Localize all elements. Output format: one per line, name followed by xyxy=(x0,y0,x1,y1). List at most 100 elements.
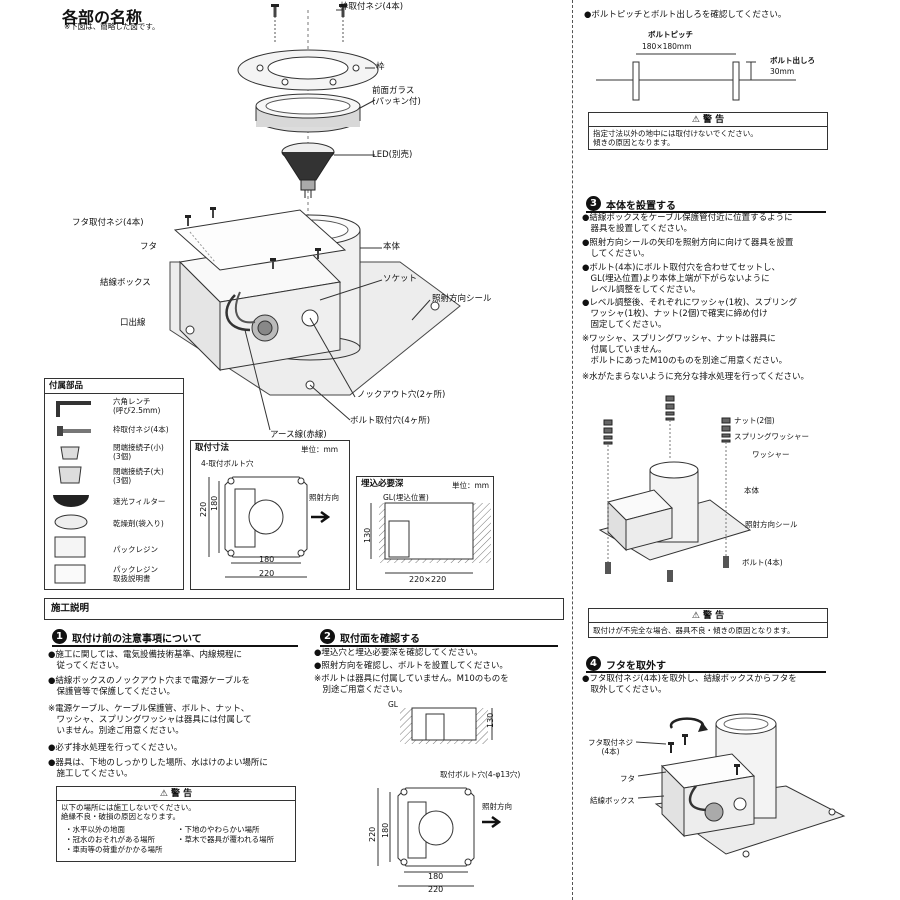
accessory-item: パックレジン xyxy=(113,545,158,554)
accessory-icons xyxy=(53,401,91,584)
step1-number: 1 xyxy=(52,629,67,644)
label-body: 本体 xyxy=(383,242,401,252)
bolt-out-label: ボルト出しろ xyxy=(770,56,815,65)
step3-diagram xyxy=(598,395,752,582)
step2-gl: GL xyxy=(388,700,398,709)
step2-dim-180v: 180 xyxy=(381,822,390,838)
label-led: LED(別売) xyxy=(372,150,413,160)
dim-220-h: 220 xyxy=(259,569,275,578)
step2-dim-220h: 220 xyxy=(428,885,444,894)
burial-dim-220x220: 220×220 xyxy=(409,575,447,584)
step2-dim-220v: 220 xyxy=(368,826,377,842)
burial-depth-box: 埋込必要深 単位：mm GL(埋込位置) 130 220×220 xyxy=(356,476,494,590)
step3-direction-seal: 照射方向シール xyxy=(745,520,798,529)
accessory-item: 閉端接続子(小) (3個) xyxy=(113,443,164,462)
label-bolt-hole: ボルト取付穴(4ヶ所) xyxy=(350,416,431,426)
step2-dim-180h: 180 xyxy=(428,872,444,881)
label-outlet-wire: 口出線 xyxy=(120,318,146,328)
hex-wrench-icon xyxy=(56,401,91,417)
step3-bolt: ボルト(4本) xyxy=(742,558,783,567)
bolt-pitch-label: ボルトピッチ xyxy=(648,30,693,39)
mounting-dim-box: 取付寸法 単位：mm 4-取付ボルト穴 照射方向 180 220 180 220 xyxy=(190,440,350,590)
step3-warning-title: 警 告 xyxy=(703,611,725,621)
accessories-box: 付属部品 六角レンチ (呼び2.5mm) 枠取付ネジ(4本) 閉端接続子(小) … xyxy=(44,378,184,590)
arrow-right-icon xyxy=(311,510,331,524)
step1-bullet: ●結線ボックスのノックアウト穴まで電源ケーブルを 保護管等で保護してください。 xyxy=(48,676,250,698)
accessory-item: 乾燥剤(袋入り) xyxy=(113,519,164,528)
step1-title: 取付け前の注意事項について xyxy=(72,634,202,645)
dim-180-v: 180 xyxy=(210,495,219,511)
construction-title: 施工説明 xyxy=(51,603,90,614)
label-knockout: ノックアウト穴(2ヶ所) xyxy=(357,390,446,400)
step3-warning-box: ⚠ 警 告 取付けが不完全な場合、器具不良・傾きの原因となります。 xyxy=(588,608,828,638)
step2-bolt-hole: 取付ボルト穴(4-φ13穴) xyxy=(440,770,521,779)
label-lid-screw: フタ取付ネジ(4本) xyxy=(72,218,144,228)
label-frame-screw: 枠取付ネジ(4本) xyxy=(340,2,404,12)
right-top-warning-box: ⚠ 警 告 指定寸法以外の地中には取付けないでください。 傾きの原因となります。 xyxy=(588,112,828,150)
mounting-dim-title: 取付寸法 xyxy=(195,443,230,453)
label-lid: フタ xyxy=(140,242,158,252)
step1-warning-title: 警 告 xyxy=(171,789,193,799)
step3-body: 本体 xyxy=(744,486,759,495)
accessory-item: 遮光フィルター xyxy=(113,497,166,506)
step1-warning-item: ・草木で器具が覆われる場所 xyxy=(177,835,275,844)
burial-dim-130: 130 xyxy=(363,527,372,543)
connector-small-icon xyxy=(60,446,80,460)
step3-bullet: ●レベル調整後、それぞれにワッシャ(1枚)、スプリング ワッシャ(1枚)、ナット… xyxy=(582,298,797,331)
step2-number: 2 xyxy=(320,629,335,644)
step4-lid: フタ xyxy=(620,774,635,783)
lid-screw-icon xyxy=(185,207,321,269)
warning-icon: ⚠ xyxy=(691,115,704,125)
step4-bullet: ●フタ取付ネジ(4本)を取外し、結線ボックスからフタを 取外してください。 xyxy=(582,674,797,696)
construction-header: 施工説明 xyxy=(44,598,564,620)
right-top-bullet: ●ボルトピッチとボルト出しろを確認してください。 xyxy=(584,10,787,20)
bolt-pitch-diagram xyxy=(596,53,796,101)
burial-depth-gl: GL(埋込位置) xyxy=(383,493,429,502)
step3-bullet: ●結線ボックスをケーブル保護管付近に位置するように 器具を設置してください。 xyxy=(582,213,793,235)
step1-bullet: ●施工に関しては、電気設備技術基準、内線規程に 従ってください。 xyxy=(48,650,242,672)
step3-note: ※ワッシャ、スプリングワッシャ、ナットは器具に 付属していません。 ボルトにあっ… xyxy=(582,334,788,367)
resin-icon xyxy=(54,536,86,558)
accessory-item: 六角レンチ (呼び2.5mm) xyxy=(113,397,161,416)
step4-lid-screw: フタ取付ネジ (4本) xyxy=(588,738,633,757)
step1-warning-item: ・下地のやわらかい場所 xyxy=(177,825,260,834)
bolt-pitch-value: 180×180mm xyxy=(642,42,692,51)
label-frame: 枠 xyxy=(376,62,385,72)
step2-title: 取付面を確認する xyxy=(340,634,420,645)
step2-dim-130: 130 xyxy=(486,712,495,728)
step1-warning-item: ・車両等の荷重がかかる場所 xyxy=(65,845,163,854)
exploded-diagram xyxy=(169,4,461,431)
step2-bullet: ●照射方向を確認し、ボルトを設置してください。 xyxy=(314,661,508,671)
step2-bullet: ●埋込穴と埋込必要深を確認してください。 xyxy=(314,648,483,658)
step3-note: ※水がたまらないように充分な排水処理を行ってください。 xyxy=(582,372,810,382)
step4-junction-box: 結線ボックス xyxy=(590,796,635,805)
right-top-warning-text: 指定寸法以外の地中には取付けないでください。 傾きの原因となります。 xyxy=(593,129,758,148)
lid-icon xyxy=(173,209,347,271)
accessory-item: 閉端接続子(大) (3個) xyxy=(113,467,164,486)
screw-icon xyxy=(57,426,63,436)
page-title: 各部の名称 xyxy=(62,8,143,27)
burial-depth-title: 埋込必要深 xyxy=(361,479,404,489)
step1-note: ※電源ケーブル、ケーブル保護管、ボルト、ナット、 ワッシャ、スプリングワッシャは… xyxy=(48,704,252,737)
warning-icon: ⚠ xyxy=(159,789,172,799)
desiccant-icon xyxy=(54,514,88,530)
step3-spring-washer: スプリングワッシャー xyxy=(734,432,809,441)
step3-nut: ナット(2個) xyxy=(734,416,775,425)
burial-depth-unit: 単位：mm xyxy=(452,481,490,490)
mounting-dim-unit: 単位：mm xyxy=(301,445,339,454)
frame-ring-icon xyxy=(237,49,379,91)
arrow-right-icon xyxy=(482,815,502,829)
step4-number: 4 xyxy=(586,656,601,671)
dim-180-h: 180 xyxy=(259,555,275,564)
dim-220-v: 220 xyxy=(199,501,208,517)
bolt-out-value: 30mm xyxy=(770,67,795,76)
label-front-glass: 前面ガラス (パッキン付) xyxy=(372,86,421,108)
mounting-dim-direction: 照射方向 xyxy=(309,493,339,502)
step3-number: 3 xyxy=(586,196,601,211)
step2-note: ※ボルトは器具に付属していません。M10のものを 別途ご用意ください。 xyxy=(314,674,509,696)
step4-title: フタを取外す xyxy=(606,661,666,672)
step4-diagram xyxy=(636,713,846,858)
step1-bullet: ●必ず排水処理を行ってください。 xyxy=(48,743,183,753)
warning-icon: ⚠ xyxy=(691,611,704,621)
step3-bullet: ●照射方向シールの矢印を照射方向に向けて器具を設置 してください。 xyxy=(582,238,794,260)
